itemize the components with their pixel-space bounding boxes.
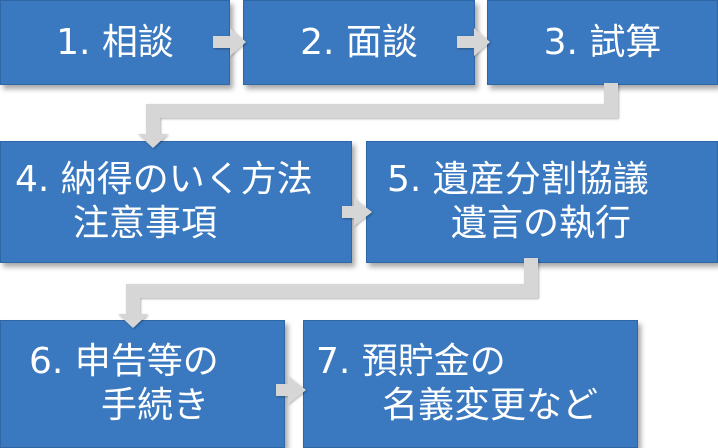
step-7-box: 7. 預貯金の 名義変更など: [303, 320, 638, 448]
step-4-label-line1: 4. 納得のいく方法: [15, 159, 313, 200]
step-4-box: 4. 納得のいく方法 注意事項: [0, 141, 352, 263]
step-6-label-line1: 6. 申告等の: [29, 341, 219, 382]
step-1-label: 1. 相談: [56, 21, 174, 63]
step-1-box: 1. 相談: [0, 0, 230, 85]
arrow-5-to-6: [118, 258, 538, 328]
step-2-box: 2. 面談: [243, 0, 475, 85]
step-2-label: 2. 面談: [300, 21, 418, 63]
step-3-box: 3. 試算: [487, 0, 718, 85]
step-4-label-line2: 注意事項: [73, 203, 218, 244]
step-7-label-line2: 名義変更など: [382, 385, 599, 426]
step-6-box: 6. 申告等の 手続き: [0, 320, 285, 448]
step-3-label: 3. 試算: [543, 21, 662, 63]
arrow-3-to-4: [138, 83, 618, 148]
step-6-label-line2: 手続き: [101, 385, 210, 426]
step-5-label-line2: 遺言の執行: [451, 203, 632, 244]
step-5-box: 5. 遺産分割協議 遺言の執行: [366, 141, 718, 263]
step-5-label-line1: 5. 遺産分割協議: [387, 159, 649, 200]
step-7-label-line1: 7. 預貯金の: [316, 341, 506, 382]
